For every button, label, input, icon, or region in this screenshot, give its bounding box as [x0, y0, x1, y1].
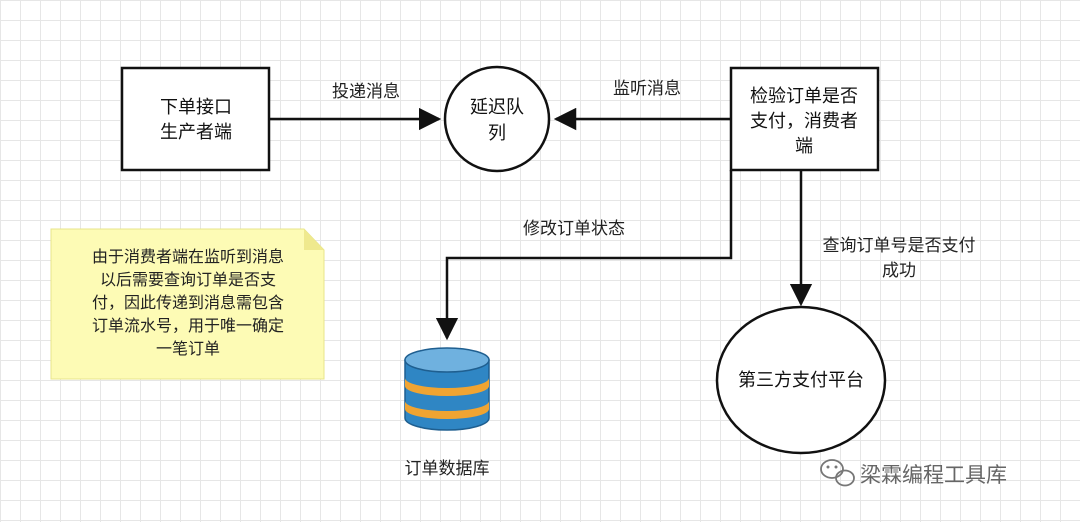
payment-label: 第三方支付平台 [738, 370, 864, 391]
note-line-2: 以后需要查询订单是否支 [100, 270, 276, 289]
edge-update-line [435, 170, 733, 341]
edge-query-label-line2: 成功 [882, 261, 916, 281]
edge-query-label-line1: 查询订单号是否支付 [823, 236, 976, 256]
database-label: 订单数据库 [405, 459, 490, 479]
queue-label-line2: 列 [488, 123, 506, 144]
note-line-3: 付，因此传递到消息需包含 [92, 293, 284, 312]
payment-node [715, 305, 887, 455]
edge-update-label: 修改订单状态 [523, 219, 625, 239]
watermark-text: 梁霖编程工具库 [860, 463, 1007, 487]
queue-node [443, 65, 551, 173]
edge-listen-label: 监听消息 [613, 79, 681, 99]
producer-label-line2: 生产者端 [160, 122, 232, 143]
producer-label-line1: 下单接口 [160, 97, 232, 118]
wechat-icon [820, 459, 855, 487]
queue-label-line1: 延迟队 [470, 97, 524, 118]
note-shape [50, 228, 325, 380]
consumer-node [729, 66, 880, 172]
note-line-4: 订单流水号，用于唯一确定 [92, 316, 284, 335]
database-icon [404, 347, 490, 431]
consumer-label-line2: 支付，消费者 [750, 111, 858, 132]
edge-deliver-label: 投递消息 [332, 82, 400, 102]
producer-node [120, 66, 271, 172]
note-line-5: 一笔订单 [156, 339, 220, 358]
consumer-label-line1: 检验订单是否 [750, 86, 858, 107]
consumer-label-line3: 端 [795, 136, 813, 157]
note-line-1: 由于消费者端在监听到消息 [92, 247, 284, 266]
note-fold [304, 229, 324, 250]
